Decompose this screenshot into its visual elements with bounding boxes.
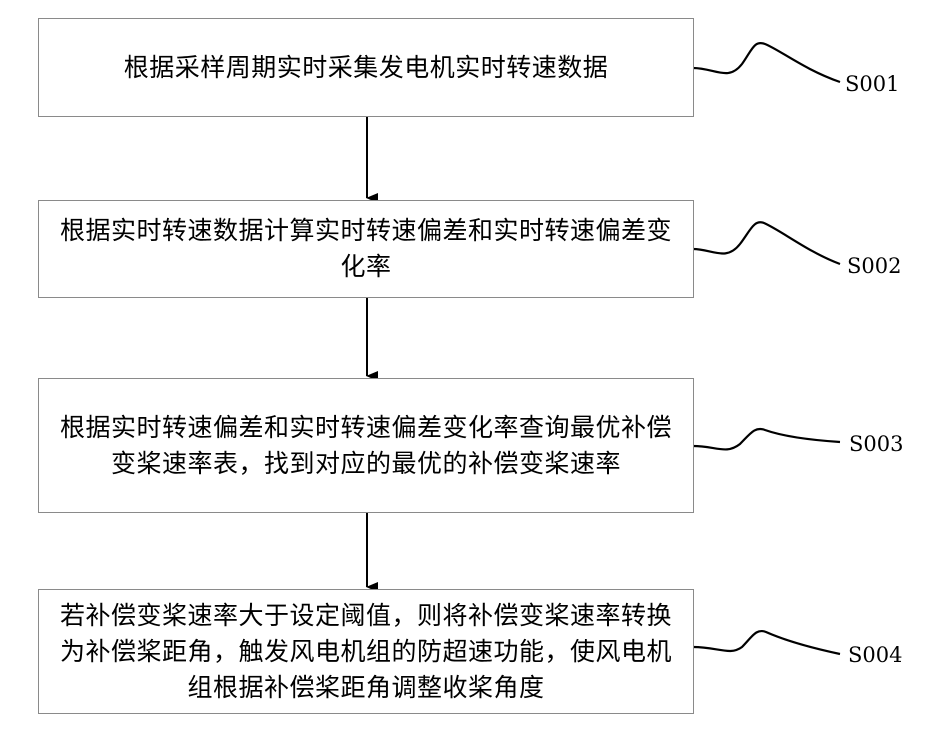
step-box-s004: 若补偿变桨速率大于设定阈值，则将补偿变桨速率转换为补偿桨距角，触发风电机组的防超… [38,589,694,714]
step-label-s003: S003 [849,432,903,456]
step-text-s002: 根据实时转速数据计算实时转速偏差和实时转速偏差变化率 [57,213,675,285]
step-box-s002: 根据实时转速数据计算实时转速偏差和实时转速偏差变化率 [38,200,694,298]
leader-s004 [693,631,840,654]
step-label-s002: S002 [847,254,901,278]
step-box-s001: 根据采样周期实时采集发电机实时转速数据 [38,18,694,117]
step-text-s001: 根据采样周期实时采集发电机实时转速数据 [124,50,609,86]
leader-s002 [693,222,840,264]
step-text-s003: 根据实时转速偏差和实时转速偏差变化率查询最优补偿变桨速率表，找到对应的最优的补偿… [57,410,675,482]
step-box-s003: 根据实时转速偏差和实时转速偏差变化率查询最优补偿变桨速率表，找到对应的最优的补偿… [38,378,694,513]
leader-s001 [693,43,840,82]
step-label-s001: S001 [845,72,899,96]
step-label-s004: S004 [848,643,902,667]
leader-s003 [693,429,840,450]
step-text-s004: 若补偿变桨速率大于设定阈值，则将补偿变桨速率转换为补偿桨距角，触发风电机组的防超… [57,598,675,706]
